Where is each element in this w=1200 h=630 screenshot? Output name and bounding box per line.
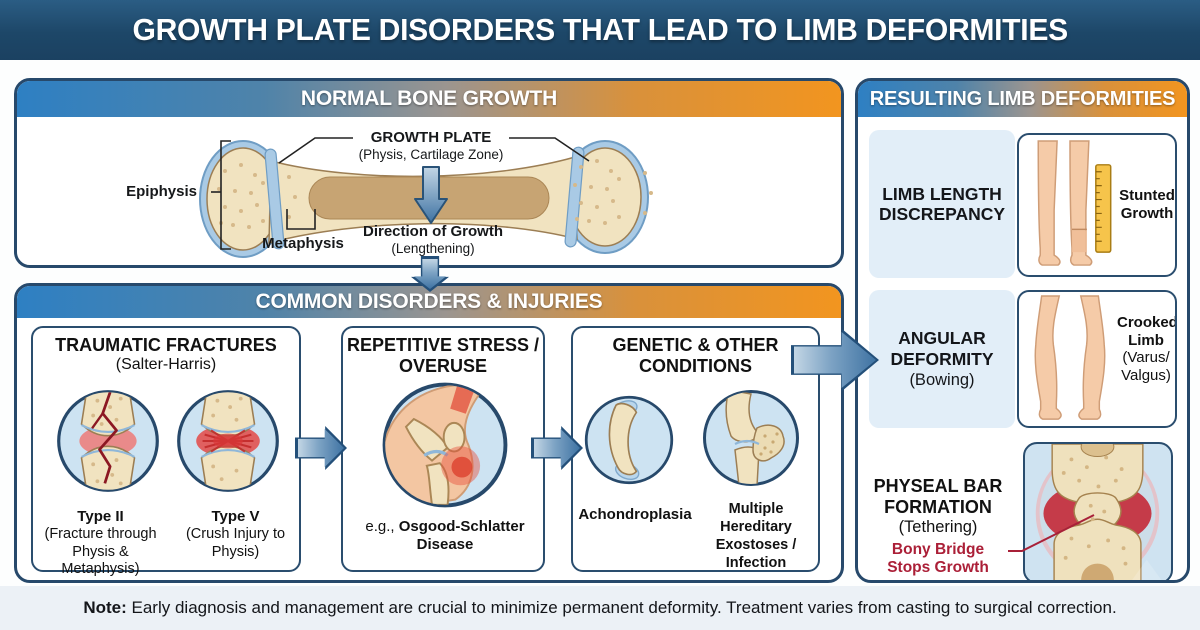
crooked-limb-caption: Crooked Limb (Varus/ Valgus) [1117, 314, 1177, 385]
physeal-bar-label: PHYSEAL BAR FORMATION (Tethering) Bony B… [862, 476, 1014, 577]
type2-caption: Type II (Fracture through Physis & Metap… [44, 508, 157, 578]
resulting-deformities-header: RESULTING LIMB DEFORMITIES [858, 81, 1187, 117]
angular-deformity-label: ANGULAR DEFORMITY (Bowing) [869, 290, 1015, 428]
direction-of-growth-label: Direction of Growth (Lengthening) [363, 223, 503, 256]
type5-caption: Type V (Crush Injury to Physis) [185, 508, 286, 560]
growth-plate-label: GROWTH PLATE (Physis, Cartilage Zone) [358, 129, 504, 162]
epiphysis-label: Epiphysis [126, 183, 197, 200]
footer-note: Note: Early diagnosis and management are… [0, 586, 1200, 630]
angular-deformity-card: Crooked Limb (Varus/ Valgus) [1017, 290, 1177, 428]
exostoses-caption: Multiple Hereditary Exostoses / Infectio… [715, 501, 797, 572]
common-disorders-title: COMMON DISORDERS & INJURIES [255, 290, 603, 313]
arrow-right-icon [295, 426, 347, 470]
note-text: Early diagnosis and management are cruci… [126, 598, 1117, 617]
normal-bone-growth-panel: NORMAL BONE GROWTH [14, 78, 844, 268]
limb-length-card: Stunted Growth [1017, 133, 1177, 277]
bowed-legs-illustration [1034, 295, 1106, 420]
salter-harris-type5-illustration [177, 390, 279, 492]
resulting-deformities-title: RESULTING LIMB DEFORMITIES [869, 87, 1176, 110]
arrow-down-icon [411, 256, 449, 292]
stunted-growth-legs-illustration [1037, 140, 1112, 266]
achondroplasia-caption: Achondroplasia [578, 506, 692, 523]
hereditary-exostoses-illustration [703, 390, 799, 486]
title-banner: GROWTH PLATE DISORDERS THAT LEAD TO LIMB… [0, 0, 1200, 60]
stunted-growth-caption: Stunted Growth [1119, 187, 1175, 222]
repetitive-stress-box: REPETITIVE STRESS / OVERUSE e.g. [341, 326, 545, 572]
genetic-conditions-box: GENETIC & OTHER CONDITIONS [571, 326, 820, 572]
osgood-schlatter-caption: e.g., Osgood-Schlatter Disease [365, 518, 525, 553]
physeal-bar-illustration [1035, 444, 1162, 580]
metaphysis-label: Metaphysis [262, 235, 344, 252]
physeal-bar-card [1023, 442, 1173, 580]
note-label: Note: [83, 598, 127, 617]
bony-bridge-warning: Bony Bridge Stops Growth [887, 540, 989, 576]
genetic-conditions-title: GENETIC & OTHER CONDITIONS [612, 335, 779, 376]
limb-length-discrepancy-label: LIMB LENGTH DISCREPANCY [869, 130, 1015, 278]
common-disorders-panel: COMMON DISORDERS & INJURIES TRAUMATIC FR… [14, 283, 844, 583]
watermark [1131, 559, 1162, 580]
salter-harris-type2-illustration [57, 390, 159, 492]
osgood-schlatter-knee-illustration [382, 382, 508, 508]
achondroplasia-illustration [584, 395, 674, 485]
repetitive-stress-title: REPETITIVE STRESS / OVERUSE [346, 335, 540, 376]
direction-of-growth-arrow-icon [414, 166, 448, 224]
page-title: GROWTH PLATE DISORDERS THAT LEAD TO LIMB… [132, 12, 1068, 47]
long-bone-diagram [199, 137, 653, 258]
resulting-deformities-panel: RESULTING LIMB DEFORMITIES LIMB LENGTH D… [855, 78, 1190, 583]
normal-bone-growth-title: NORMAL BONE GROWTH [300, 87, 558, 110]
traumatic-fractures-box: TRAUMATIC FRACTURES (Salter-Harris) [31, 326, 301, 577]
common-disorders-header: COMMON DISORDERS & INJURIES [17, 286, 841, 318]
traumatic-fractures-title: TRAUMATIC FRACTURES (Salter-Harris) [55, 335, 277, 373]
arrow-right-icon [531, 426, 583, 470]
arrow-right-large-icon [791, 329, 879, 391]
normal-bone-growth-header: NORMAL BONE GROWTH [17, 81, 841, 117]
